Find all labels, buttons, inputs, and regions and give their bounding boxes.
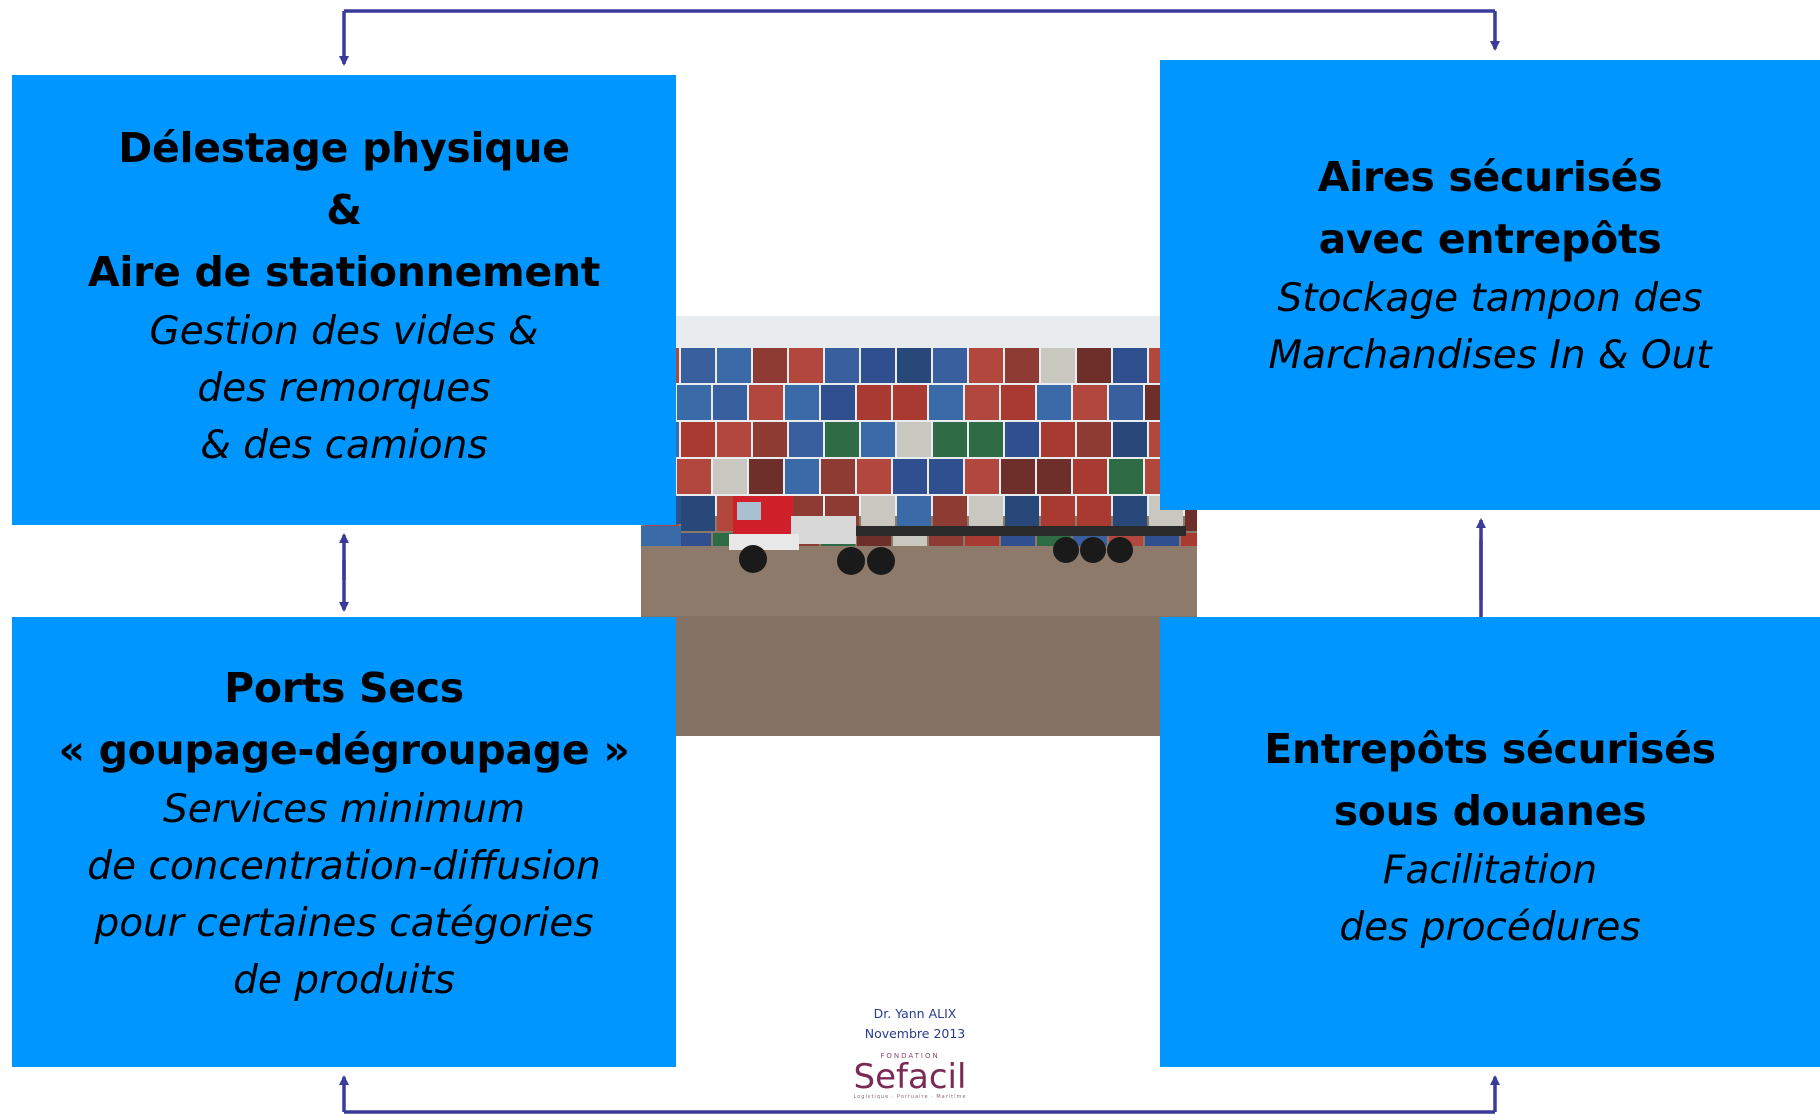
- container-yard-photo: [641, 316, 1197, 736]
- truck-icon: [729, 496, 1186, 575]
- box-title-line: avec entrepôts: [1318, 215, 1662, 263]
- box-title-line: sous douanes: [1333, 787, 1647, 835]
- box-title-line: Ports Secs: [224, 664, 464, 712]
- box-aires-securises: Aires sécurisés avec entrepôts Stockage …: [1160, 60, 1820, 510]
- box-subtitle-line: des remorques: [197, 365, 491, 411]
- box-title-line: Délestage physique: [118, 123, 570, 172]
- box-title-line: « goupage-dégroupage »: [58, 726, 630, 774]
- box-subtitle-line: Services minimum: [163, 787, 525, 832]
- box-subtitle-line: & des camions: [200, 422, 488, 468]
- logo-small-text: FONDATION: [880, 1052, 940, 1060]
- box-title-line: &: [326, 185, 362, 234]
- logo-tagline: Logistique · Portuaire · Maritime: [853, 1094, 967, 1100]
- box-subtitle-line: de concentration-diffusion: [87, 844, 601, 889]
- box-title-line: Entrepôts sécurisés: [1264, 725, 1716, 773]
- box-title-line: Aire de stationnement: [87, 247, 601, 296]
- box-title-line: Aires sécurisés: [1317, 153, 1663, 201]
- date-credit: Novembre 2013: [864, 1026, 966, 1041]
- box-subtitle-line: Stockage tampon des: [1277, 276, 1703, 321]
- box-subtitle-line: pour certaines catégories: [94, 901, 594, 946]
- box-ports-secs: Ports Secs « goupage-dégroupage » Servic…: [12, 617, 676, 1067]
- box-delestage-physique: Délestage physique & Aire de stationneme…: [12, 75, 676, 525]
- box-subtitle-line: Facilitation: [1382, 848, 1598, 893]
- sefacil-logo: FONDATION Sefacil Logistique · Portuaire…: [850, 1052, 970, 1104]
- box-subtitle-line: des procédures: [1339, 905, 1641, 950]
- logo-name: Sefacil: [853, 1057, 967, 1097]
- box-entrepots-securises: Entrepôts sécurisés sous douanes Facilit…: [1160, 617, 1820, 1067]
- author-credit: Dr. Yann ALIX: [873, 1006, 957, 1021]
- box-subtitle-line: Marchandises In & Out: [1268, 333, 1712, 378]
- box-subtitle-line: de produits: [233, 958, 455, 1003]
- box-subtitle-line: Gestion des vides &: [149, 308, 539, 354]
